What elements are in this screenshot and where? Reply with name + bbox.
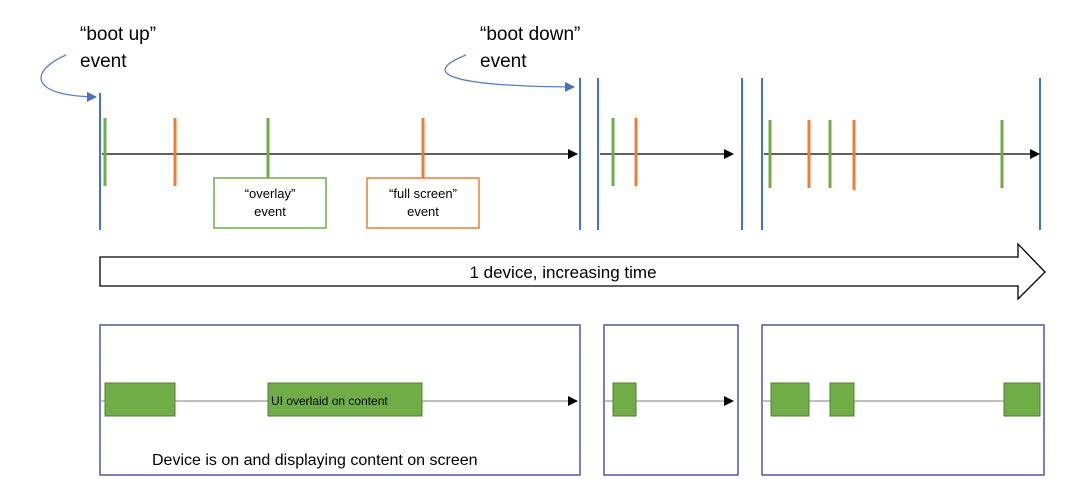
fullscreen-event-label-line2: event — [407, 204, 439, 219]
fullscreen-event-label-line1: “full screen” — [389, 186, 457, 201]
ui-overlaid-label: UI overlaid on content — [271, 394, 388, 408]
boot-down-curved-arrow-icon — [444, 54, 575, 92]
overlay-segment — [104, 382, 176, 417]
overlay-segment — [267, 382, 423, 417]
boot-down-label-line1: “boot down” — [480, 24, 580, 45]
big-arrow-label: 1 device, increasing time — [469, 263, 656, 282]
overlay-event-label-line2: event — [254, 204, 286, 219]
overlay-segment — [612, 382, 637, 417]
boot-up-label-line2: event — [80, 51, 127, 72]
boot-up-label-line1: “boot up” — [80, 24, 156, 45]
overlay-event-label-line1: “overlay” — [245, 186, 296, 201]
overlay-segment — [770, 382, 810, 417]
overlay-event-box — [213, 177, 327, 229]
boot-down-label-line2: event — [480, 51, 527, 72]
overlay-segment — [829, 382, 855, 417]
block-arrow-right-icon — [99, 242, 1046, 301]
overlay-segment — [1003, 382, 1041, 417]
device-on-caption: Device is on and displaying content on s… — [152, 452, 478, 469]
boot-up-curved-arrow-icon — [40, 54, 97, 102]
fullscreen-event-box — [366, 177, 480, 229]
